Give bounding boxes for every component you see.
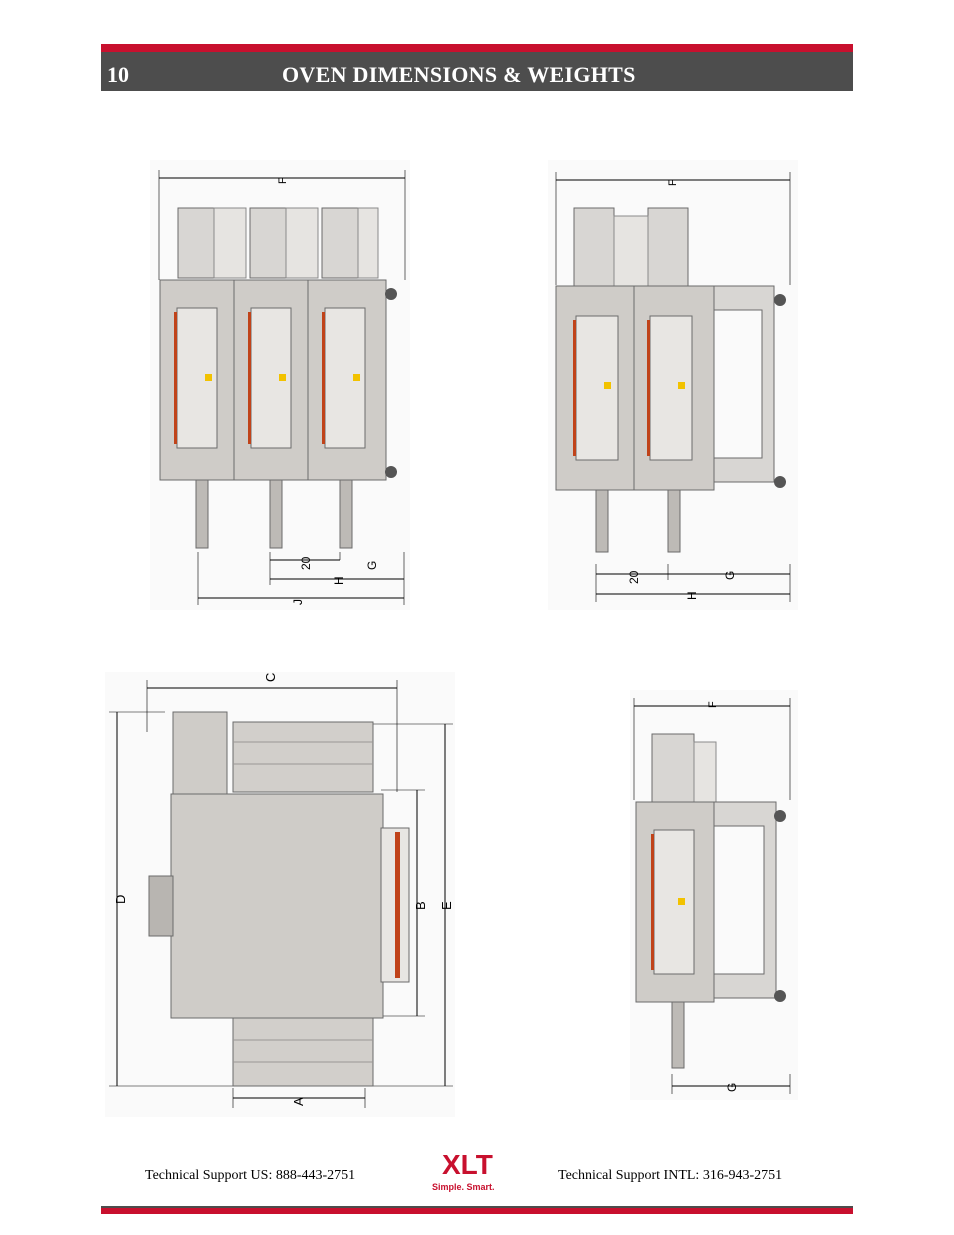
- double-oven-front-drawing: F 20 G H: [548, 160, 798, 610]
- dim-label-e: E: [439, 901, 454, 910]
- dim-label-20: 20: [299, 556, 313, 570]
- dim-label-g: G: [365, 561, 379, 570]
- oven-top-view-drawing: C D E B A: [105, 672, 455, 1117]
- svg-text:Simple. Smart.: Simple. Smart.: [432, 1182, 495, 1192]
- dim-label-j: J: [291, 599, 305, 605]
- dim-label-a: A: [291, 1097, 306, 1106]
- support-us-text: Technical Support US: 888-443-2751: [145, 1168, 356, 1183]
- dim-label-h-2: H: [685, 591, 699, 600]
- page-title: OVEN DIMENSIONS & WEIGHTS: [282, 62, 636, 87]
- header-bar: 10 OVEN DIMENSIONS & WEIGHTS: [101, 44, 853, 91]
- triple-oven-front-drawing: F 20 H G J: [150, 160, 410, 610]
- svg-text:XLT: XLT: [442, 1149, 493, 1180]
- xlt-logo: XLT Simple. Smart.: [432, 1149, 495, 1192]
- dim-label-f-3: F: [707, 701, 719, 708]
- dim-label-20-2: 20: [627, 570, 641, 584]
- dim-label-g-3: G: [725, 1083, 739, 1092]
- dim-label-d: D: [113, 895, 128, 904]
- dim-label-f-2: F: [667, 179, 679, 186]
- support-intl-text: Technical Support INTL: 316-943-2751: [558, 1168, 783, 1183]
- dim-label-g-2: G: [723, 571, 737, 580]
- section-number: 10: [107, 62, 129, 87]
- footer-bar: [101, 1206, 853, 1214]
- single-oven-front-drawing: F G: [630, 690, 798, 1100]
- dim-label-b: B: [413, 901, 428, 910]
- dim-label-c: C: [263, 673, 278, 682]
- dim-label-f: F: [277, 177, 289, 184]
- dim-label-h: H: [332, 576, 346, 585]
